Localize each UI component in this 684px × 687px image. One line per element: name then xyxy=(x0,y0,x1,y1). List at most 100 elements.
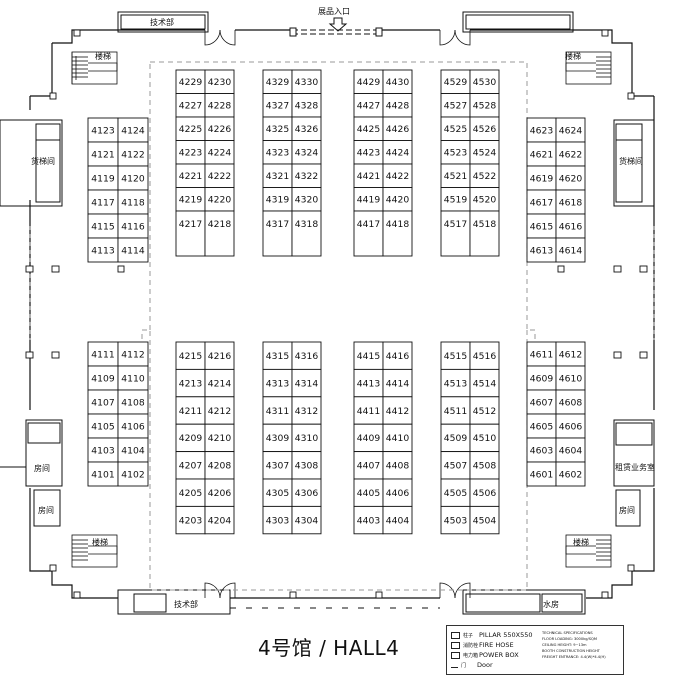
booth-4515[interactable] xyxy=(440,341,471,370)
booth-label: 4306 xyxy=(295,488,319,499)
booth-4316[interactable] xyxy=(291,341,322,370)
booth-4620[interactable] xyxy=(555,165,586,191)
booth-label: 4317 xyxy=(266,219,290,230)
tech-room-top xyxy=(117,11,209,33)
booth-4214[interactable] xyxy=(204,368,235,398)
booth-4407[interactable] xyxy=(353,451,384,480)
booth-4209[interactable] xyxy=(175,423,206,453)
booth-4113[interactable] xyxy=(87,237,119,263)
booth-4517[interactable] xyxy=(440,210,471,257)
booth-label: 4104 xyxy=(121,445,145,456)
booth-4304[interactable] xyxy=(291,505,322,535)
power-box-icon xyxy=(451,651,460,659)
booth-4105[interactable] xyxy=(87,413,119,439)
booth-4208[interactable] xyxy=(204,451,235,480)
booth-4317[interactable] xyxy=(262,210,293,257)
booth-4218[interactable] xyxy=(204,210,235,257)
booth-4513[interactable] xyxy=(440,368,471,398)
booth-label: 4218 xyxy=(208,219,232,230)
booth-4601[interactable] xyxy=(526,461,557,487)
booth-4410[interactable] xyxy=(382,423,413,453)
booth-4516[interactable] xyxy=(469,341,500,370)
building-wall xyxy=(29,29,655,599)
booth-4308[interactable] xyxy=(291,451,322,480)
booth-4203[interactable] xyxy=(175,505,206,535)
booth-4215[interactable] xyxy=(175,341,206,370)
booth-4417[interactable] xyxy=(353,210,384,257)
booth-4123[interactable] xyxy=(87,117,119,143)
booth-4505[interactable] xyxy=(440,478,471,507)
booth-4117[interactable] xyxy=(87,189,119,215)
booth-4111[interactable] xyxy=(87,341,119,367)
booth-4204[interactable] xyxy=(204,505,235,535)
booth-4408[interactable] xyxy=(382,451,413,480)
booth-4309[interactable] xyxy=(262,423,293,453)
booth-label: 4111 xyxy=(91,349,114,360)
booth-4104[interactable] xyxy=(117,437,149,463)
booth-label: 4205 xyxy=(179,488,203,499)
booth-label: 4203 xyxy=(179,515,203,526)
booth-4116[interactable] xyxy=(117,213,149,239)
booth-4413[interactable] xyxy=(353,368,384,398)
booth-4416[interactable] xyxy=(382,341,413,370)
booth-4118[interactable] xyxy=(117,189,149,215)
booth-4107[interactable] xyxy=(87,389,119,415)
booth-4213[interactable] xyxy=(175,368,206,398)
booth-4622[interactable] xyxy=(555,141,586,167)
booth-label: 4208 xyxy=(208,461,232,472)
booth-4611[interactable] xyxy=(526,341,557,367)
booth-4217[interactable] xyxy=(175,210,206,257)
booth-4311[interactable] xyxy=(262,396,293,425)
freight-elevator-label-right: 货梯间 xyxy=(619,156,643,166)
booth-label: 4408 xyxy=(386,461,410,472)
booth-4110[interactable] xyxy=(117,365,149,391)
booth-4418[interactable] xyxy=(382,210,413,257)
booth-4210[interactable] xyxy=(204,423,235,453)
booth-4112[interactable] xyxy=(117,341,149,367)
booth-4503[interactable] xyxy=(440,505,471,535)
booth-4207[interactable] xyxy=(175,451,206,480)
booth-4404[interactable] xyxy=(382,505,413,535)
booth-4206[interactable] xyxy=(204,478,235,507)
booth-4101[interactable] xyxy=(87,461,119,487)
booth-label: 4528 xyxy=(473,101,497,112)
booth-4115[interactable] xyxy=(87,213,119,239)
booth-4616[interactable] xyxy=(555,213,586,239)
booth-4315[interactable] xyxy=(262,341,293,370)
booth-4314[interactable] xyxy=(291,368,322,398)
booth-label: 4120 xyxy=(121,173,145,184)
booth-4103[interactable] xyxy=(87,437,119,463)
booth-4409[interactable] xyxy=(353,423,384,453)
booth-label: 4614 xyxy=(559,245,583,256)
booth-4212[interactable] xyxy=(204,396,235,425)
booth-4411[interactable] xyxy=(353,396,384,425)
booth-4306[interactable] xyxy=(291,478,322,507)
booth-4102[interactable] xyxy=(117,461,149,487)
booth-4512[interactable] xyxy=(469,396,500,425)
booth-4510[interactable] xyxy=(469,423,500,453)
booth-4602[interactable] xyxy=(555,461,586,487)
booth-4621[interactable] xyxy=(526,141,557,167)
booth-4205[interactable] xyxy=(175,478,206,507)
booth-4109[interactable] xyxy=(87,365,119,391)
booth-4518[interactable] xyxy=(469,210,500,257)
booth-4610[interactable] xyxy=(555,365,586,391)
booth-label: 4305 xyxy=(266,488,290,499)
tech-room-label-top: 技术部 xyxy=(150,17,174,27)
booth-4412[interactable] xyxy=(382,396,413,425)
booth-4114[interactable] xyxy=(117,237,149,263)
booth-4305[interactable] xyxy=(262,478,293,507)
booth-4124[interactable] xyxy=(117,117,149,143)
booth-4609[interactable] xyxy=(526,365,557,391)
booth-4603[interactable] xyxy=(526,437,557,463)
booth-4504[interactable] xyxy=(469,505,500,535)
booth-label: 4322 xyxy=(295,171,318,182)
booth-4614[interactable] xyxy=(555,237,586,263)
booth-4307[interactable] xyxy=(262,451,293,480)
booth-4318[interactable] xyxy=(291,210,322,257)
booth-4211[interactable] xyxy=(175,396,206,425)
booth-label: 4503 xyxy=(444,515,468,526)
booth-4608[interactable] xyxy=(555,389,586,415)
booth-4507[interactable] xyxy=(440,451,471,480)
booth-4106[interactable] xyxy=(117,413,149,439)
